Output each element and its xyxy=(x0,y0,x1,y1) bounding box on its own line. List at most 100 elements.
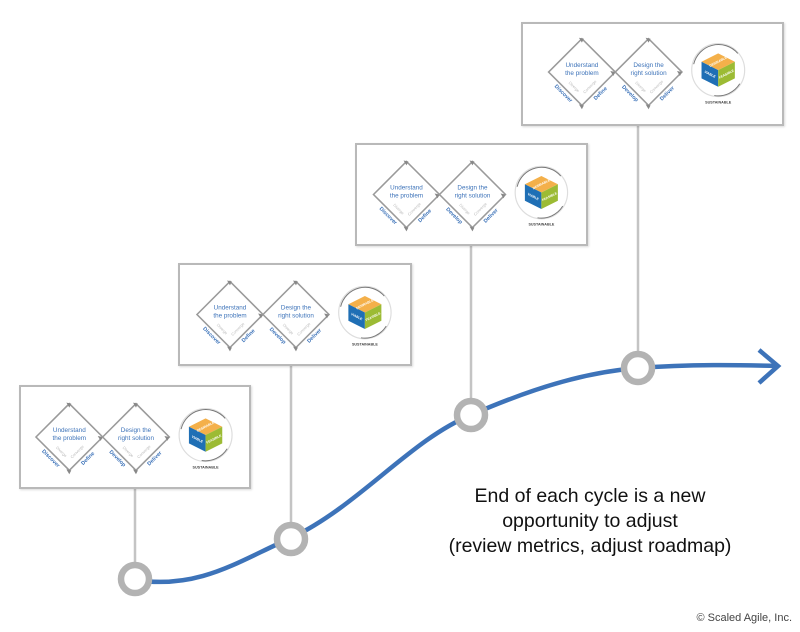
phase-label: Define xyxy=(241,328,257,344)
cube-label-feasible: FEASIBLE xyxy=(365,311,382,322)
cube-face-viable xyxy=(188,426,206,452)
rotate-arrow-icon xyxy=(201,448,228,462)
arrow-tip-icon xyxy=(403,160,409,166)
cube-face-desirable xyxy=(701,53,735,71)
rotate-arrow-icon xyxy=(360,325,387,339)
phase-label: Deliver xyxy=(306,328,323,345)
arrow-tip-icon xyxy=(66,469,72,475)
diamond-title: the problem xyxy=(53,435,87,442)
diamond-title: the problem xyxy=(213,312,246,319)
cube-face-viable xyxy=(348,304,365,330)
phase-label: Deliver xyxy=(659,85,677,103)
arrow-tip-icon xyxy=(403,226,409,232)
diamond-title: Design the xyxy=(121,427,152,434)
caption: End of each cycle is a new opportunity t… xyxy=(420,484,760,559)
cube-face-feasible xyxy=(205,426,223,452)
cube-face-desirable xyxy=(188,418,223,436)
cube-label-viable: VIABLE xyxy=(704,70,717,79)
milestone-circle[interactable] xyxy=(117,561,153,597)
arrow-tip-icon xyxy=(578,37,584,43)
sustainable-label: SUSTAINABLE xyxy=(193,465,220,469)
cube-face-desirable xyxy=(524,176,558,193)
cube-label-feasible: FEASIBLE xyxy=(541,191,558,202)
milestone-circle[interactable] xyxy=(273,521,309,557)
diverge-label: Diverge xyxy=(568,80,581,93)
diamond-title: the problem xyxy=(390,192,423,199)
diamond-title: Design the xyxy=(281,305,312,312)
diverge-label: Diverge xyxy=(122,445,135,458)
cycle-ring xyxy=(514,165,569,220)
arrow-tip-icon xyxy=(324,313,329,319)
cube-label-feasible: FEASIBLE xyxy=(206,433,223,444)
diamond-title: right solution xyxy=(118,435,155,442)
arrow-tip-icon xyxy=(469,226,475,232)
phase-label: Deliver xyxy=(146,450,164,468)
caption-line: (review metrics, adjust roadmap) xyxy=(448,535,732,557)
diamond-title: right solution xyxy=(455,192,491,199)
arrow-tip-icon xyxy=(645,37,651,43)
cube-label-viable: VIABLE xyxy=(527,192,540,201)
arrow-tip-icon xyxy=(500,193,506,199)
cube-label-viable: VIABLE xyxy=(350,312,363,321)
diamond-title: Understand xyxy=(390,185,423,192)
diverge-label: Diverge xyxy=(282,322,295,335)
diverge-label: Diverge xyxy=(458,202,471,215)
rotate-arrow-icon xyxy=(516,166,562,187)
cycle-ring xyxy=(338,285,392,340)
sustainable-label: SUSTAINABLE xyxy=(352,343,378,347)
arrow-tip-icon xyxy=(97,436,103,441)
copyright: © Scaled Agile, Inc. xyxy=(696,612,792,624)
arrow-tip-icon xyxy=(293,346,298,352)
rotate-arrow-icon xyxy=(340,286,385,307)
caption-line: End of each cycle is a new xyxy=(474,485,706,507)
diamond-title: the problem xyxy=(565,70,599,77)
arrow-tip-icon xyxy=(645,104,651,110)
cube-face-desirable xyxy=(348,296,382,313)
phase-label: Define xyxy=(417,208,433,224)
arrow-tip-icon xyxy=(227,280,232,286)
diamond-title: Design the xyxy=(633,62,664,69)
milestone-circle[interactable] xyxy=(453,397,489,433)
milestone-circle[interactable] xyxy=(620,350,656,386)
diamond-title: Understand xyxy=(565,62,598,69)
diamond-title: Understand xyxy=(214,305,247,312)
cube-face-feasible xyxy=(541,184,558,210)
cycle-ring xyxy=(178,407,233,463)
sustainable-label: SUSTAINABLE xyxy=(705,100,732,104)
arrow-tip-icon xyxy=(133,402,138,408)
phase-label: Define xyxy=(593,86,609,102)
arrow-tip-icon xyxy=(133,469,138,475)
phase-label: Deliver xyxy=(483,208,500,225)
diverge-label: Diverge xyxy=(634,80,647,93)
arrow-tip-icon xyxy=(227,346,232,352)
phase-label: Define xyxy=(80,451,96,467)
caption-line: opportunity to adjust xyxy=(502,510,678,532)
diamond-title: right solution xyxy=(278,312,314,319)
arrow-tip-icon xyxy=(293,280,298,286)
diverge-label: Diverge xyxy=(55,445,68,458)
arrow-tip-icon xyxy=(258,313,263,319)
cycle-ring xyxy=(691,43,746,98)
arrow-tip-icon xyxy=(610,71,616,76)
cube-face-feasible xyxy=(364,304,382,330)
rotate-arrow-icon xyxy=(693,44,739,65)
diamond-title: right solution xyxy=(631,70,668,77)
cube-label-feasible: FEASIBLE xyxy=(718,68,735,79)
arrow-tip-icon xyxy=(677,71,682,76)
arrow-tip-icon xyxy=(578,104,584,110)
cube-face-viable xyxy=(701,61,719,87)
